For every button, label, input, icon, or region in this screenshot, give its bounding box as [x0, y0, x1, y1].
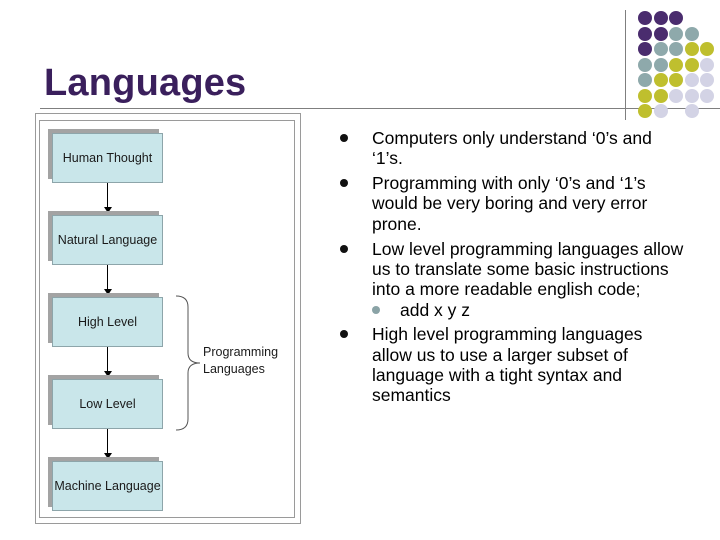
- bullet-text: Computers only understand ‘0’s and ‘1’s.: [372, 128, 652, 168]
- decor-dot: [685, 89, 699, 103]
- decor-dot: [638, 73, 652, 87]
- title-underline: [40, 108, 720, 109]
- decor-dot: [685, 27, 699, 41]
- decor-vertical-line: [625, 10, 626, 120]
- bullet-dot-icon: [340, 179, 348, 187]
- curly-brace: [174, 295, 204, 431]
- arrowhead: [104, 371, 112, 377]
- decor-dot: [638, 89, 652, 103]
- box-high-level: High Level: [52, 297, 163, 347]
- brace-label-line: Programming: [203, 344, 278, 361]
- bullet-text: Programming with only ‘0’s and ‘1’s woul…: [372, 173, 647, 234]
- bullet-item: High level programming languages allow u…: [336, 324, 686, 405]
- decor-dot: [638, 11, 652, 25]
- box-human-thought: Human Thought: [52, 133, 163, 183]
- decor-dot: [685, 58, 699, 72]
- decor-dot: [654, 89, 668, 103]
- bullet-list: Computers only understand ‘0’s and ‘1’s.…: [336, 128, 686, 410]
- decor-dot: [669, 27, 683, 41]
- sub-bullet-text: add x y z: [400, 300, 470, 320]
- decor-dot: [669, 58, 683, 72]
- arrowhead: [104, 207, 112, 213]
- bullet-item: Computers only understand ‘0’s and ‘1’s.: [336, 128, 686, 169]
- decor-dot: [669, 73, 683, 87]
- arrow-connector: [107, 265, 108, 290]
- sub-bullet-dot-icon: [372, 306, 380, 314]
- slide-title: Languages: [44, 62, 246, 105]
- decor-dot: [700, 89, 714, 103]
- decor-dot: [700, 42, 714, 56]
- box-natural-language: Natural Language: [52, 215, 163, 265]
- decor-dot: [654, 73, 668, 87]
- box-low-level: Low Level: [52, 379, 163, 429]
- bullet-item: Low level programming languages allow us…: [336, 239, 686, 320]
- bullet-dot-icon: [340, 134, 348, 142]
- decor-dot: [638, 27, 652, 41]
- decor-dot: [685, 73, 699, 87]
- decor-dot: [638, 58, 652, 72]
- decor-dot: [700, 73, 714, 87]
- decor-dot-grid: [638, 11, 720, 121]
- decor-dot: [685, 42, 699, 56]
- arrow-connector: [107, 429, 108, 454]
- decor-dot: [669, 42, 683, 56]
- brace-label-line: Languages: [203, 361, 278, 378]
- box-machine-language: Machine Language: [52, 461, 163, 511]
- decor-dot: [638, 42, 652, 56]
- arrow-connector: [107, 347, 108, 372]
- arrowhead: [104, 453, 112, 459]
- decor-dot: [700, 58, 714, 72]
- sub-bullet-item: add x y z: [372, 300, 686, 320]
- brace-label: Programming Languages: [203, 344, 278, 378]
- bullet-text: Low level programming languages allow us…: [372, 239, 683, 300]
- decor-dot: [654, 104, 668, 118]
- arrow-connector: [107, 183, 108, 208]
- sub-bullet-list: add x y z: [372, 300, 686, 320]
- bullet-dot-icon: [340, 245, 348, 253]
- bullet-item: Programming with only ‘0’s and ‘1’s woul…: [336, 173, 686, 234]
- arrowhead: [104, 289, 112, 295]
- bullet-text: High level programming languages allow u…: [372, 324, 642, 405]
- bullet-dot-icon: [340, 330, 348, 338]
- decor-dot: [654, 11, 668, 25]
- decor-dot: [669, 89, 683, 103]
- decor-dot: [654, 58, 668, 72]
- decor-dot: [638, 104, 652, 118]
- decor-dot: [669, 11, 683, 25]
- decor-dot: [654, 42, 668, 56]
- decor-dot: [654, 27, 668, 41]
- decor-dot: [685, 104, 699, 118]
